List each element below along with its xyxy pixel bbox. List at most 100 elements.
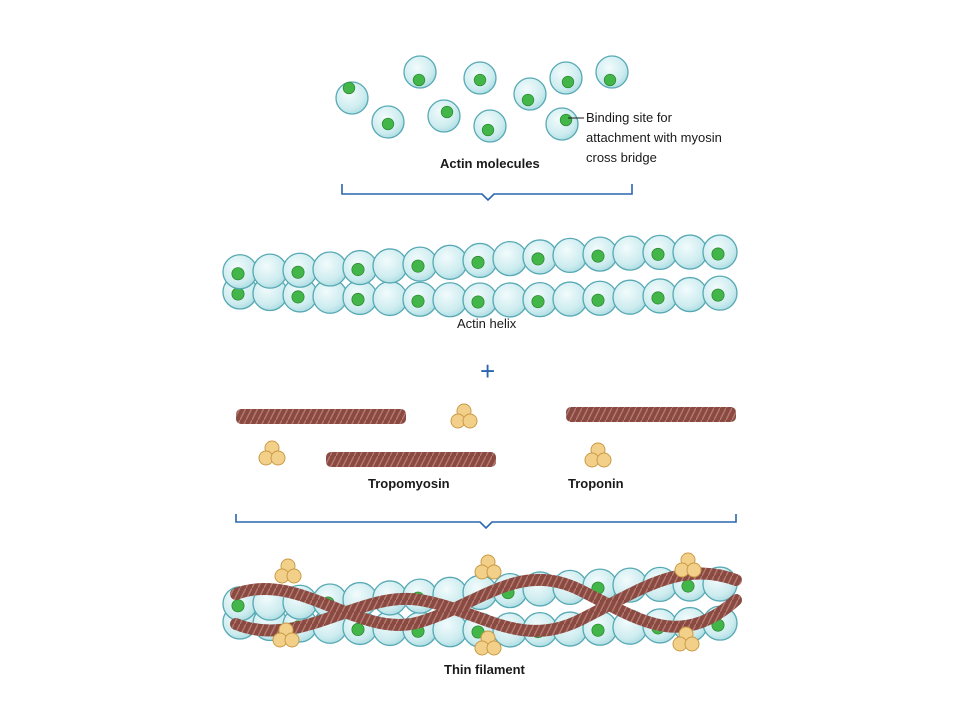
actin-globule <box>612 235 648 271</box>
tropomyosin-strand-filament <box>230 573 742 633</box>
actin-molecule <box>545 107 579 141</box>
plus-sign: + <box>480 356 495 386</box>
actin-molecule <box>473 109 507 143</box>
actin-globule <box>252 253 288 289</box>
actin-helix-globule-front <box>672 234 708 270</box>
actin-helix-globule-front <box>342 249 378 286</box>
binding-site-dot <box>411 294 425 308</box>
binding-site-dot <box>411 259 425 273</box>
actin-helix-globule-front <box>552 237 588 274</box>
troponin-complex <box>474 554 502 580</box>
thin-filament-group <box>222 552 742 656</box>
actin-helix-globule-back <box>612 279 648 315</box>
tropomyosin-strand-3 <box>566 407 736 422</box>
troponin-complex <box>584 442 612 468</box>
binding-site-dot <box>561 75 575 89</box>
troponin-subunit <box>270 450 286 466</box>
actin-globule <box>492 240 528 277</box>
actin-molecule <box>513 77 547 111</box>
binding-site-dot <box>471 255 485 269</box>
troponin-subunit <box>684 636 700 652</box>
actin-helix-globule-front <box>492 240 528 277</box>
actin-globule <box>372 280 408 317</box>
actin-globule <box>432 282 468 318</box>
actin-molecule <box>427 99 461 133</box>
actin-helix-globule-back <box>342 279 378 316</box>
binding-site-label-line-3: cross bridge <box>586 150 657 165</box>
actin-helix-globule-back <box>672 276 708 313</box>
troponin-subunit <box>462 413 478 429</box>
binding-site-dot <box>440 105 454 119</box>
actin-helix-globule-back <box>492 282 528 318</box>
actin-helix-globule-front <box>372 248 408 284</box>
actin-globule <box>552 237 588 274</box>
tropomyosin-strand-filament <box>230 567 742 637</box>
actin-helix-globule-front <box>222 254 258 290</box>
binding-site-label-line-1: Binding site for <box>586 110 673 125</box>
binding-site-label-line-2: attachment with myosin <box>586 130 722 145</box>
troponin-complex <box>258 440 286 466</box>
actin-globule <box>552 281 588 317</box>
binding-site-dot <box>471 295 485 309</box>
binding-site-dot <box>291 265 305 279</box>
binding-site-dot <box>651 247 665 261</box>
actin-molecules-label: Actin molecules <box>440 156 540 171</box>
actin-globule <box>513 77 547 111</box>
actin-molecule <box>549 61 583 95</box>
actin-helix-group <box>222 234 738 318</box>
actin-globule <box>672 234 708 270</box>
actin-molecule <box>335 81 369 115</box>
actin-globule <box>672 276 708 313</box>
binding-site-dot <box>651 291 665 305</box>
binding-site-dot <box>521 93 535 107</box>
actin-molecule <box>403 55 437 89</box>
actin-helix-globule-back <box>372 280 408 317</box>
actin-helix-globule-back <box>432 282 468 318</box>
actin-helix-globule-front <box>402 246 438 282</box>
troponin-subunit <box>286 568 302 584</box>
binding-site-dot <box>603 73 617 87</box>
binding-site-dot <box>473 73 487 87</box>
troponin-complex <box>672 626 700 652</box>
binding-site-dot <box>351 622 365 636</box>
actin-helix-globule-back <box>522 281 558 318</box>
troponin-complex <box>272 622 300 648</box>
tropomyosin-strand-1 <box>236 409 406 424</box>
tropomyosin-label: Tropomyosin <box>368 476 450 491</box>
bracket-top <box>341 184 633 202</box>
troponin-subunit <box>486 640 502 656</box>
binding-site-dot <box>291 290 305 304</box>
troponin-complex <box>450 403 478 429</box>
actin-helix-globule-front <box>702 234 738 270</box>
actin-globule <box>403 55 437 89</box>
actin-helix-globule-back <box>702 275 738 311</box>
binding-site-dot <box>351 292 365 306</box>
binding-site-label: Binding site for attachment with myosin … <box>586 110 725 165</box>
actin-globule <box>432 244 468 280</box>
actin-helix-globule-back <box>582 280 618 316</box>
binding-site-dot <box>711 288 725 302</box>
binding-site-dot <box>481 123 495 137</box>
troponin-subunit <box>486 564 502 580</box>
actin-molecules-group <box>335 55 629 143</box>
actin-molecule <box>463 61 497 95</box>
bracket-bottom <box>235 514 737 530</box>
actin-helix-label: Actin helix <box>457 316 517 331</box>
binding-site-dot <box>531 295 545 309</box>
troponin-label: Troponin <box>568 476 624 491</box>
binding-site-dot <box>711 247 725 261</box>
actin-helix-globule-front <box>252 253 288 289</box>
binding-site-dot <box>531 252 545 266</box>
binding-site-dot <box>591 623 605 637</box>
actin-globule <box>312 251 348 287</box>
troponin-subunit <box>596 452 612 468</box>
actin-helix-globule-back <box>462 282 498 318</box>
actin-helix-globule-back <box>552 281 588 317</box>
binding-site-dot <box>231 599 245 613</box>
binding-site-dot <box>412 73 426 87</box>
actin-helix-globule-front <box>612 235 648 271</box>
binding-site-dot <box>351 263 365 277</box>
binding-site-dot <box>381 117 395 131</box>
troponin-group <box>258 403 612 468</box>
